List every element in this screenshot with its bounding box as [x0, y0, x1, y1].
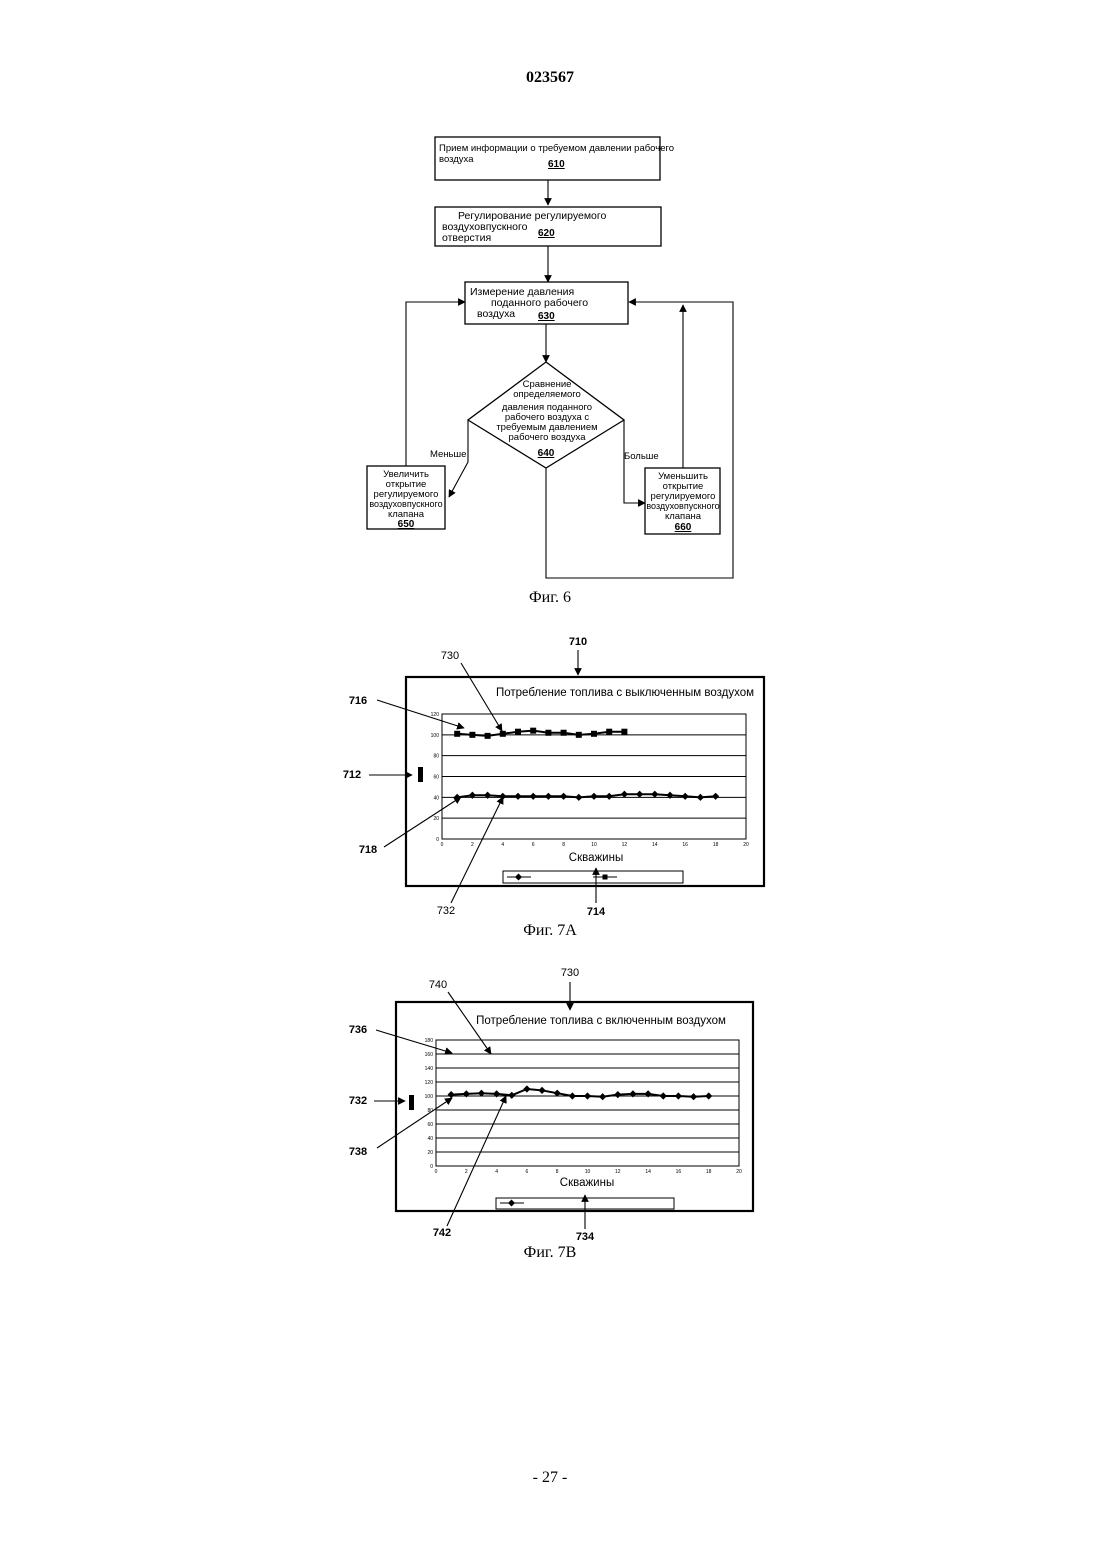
chart-7b-plot: 0204060801001201401601800246810121416182…: [425, 1038, 742, 1175]
label-more: Больше: [624, 451, 659, 462]
chart-7a-xtick-label: 2: [471, 842, 474, 848]
chart-7b-xtick-label: 20: [736, 1169, 742, 1175]
chart-7a-series-1-point: [545, 730, 551, 736]
diamond-640-ref: 640: [538, 448, 555, 459]
diamond-640-line-2: определяемого: [513, 389, 581, 400]
box-610-line-1: Прием информации о требуемом давлении ра…: [439, 143, 674, 154]
chart-7a-xtick-label: 16: [682, 842, 688, 848]
chart-7a-series-1-point: [469, 732, 475, 738]
chart-7a-ytick-label: 60: [433, 775, 439, 781]
chart-7a-xtick-label: 10: [591, 842, 597, 848]
chart-7a-series-1-point: [576, 732, 582, 738]
chart-7b-ytick-label: 60: [427, 1122, 433, 1128]
chart-7a-xtick-label: 20: [743, 842, 749, 848]
figure-6-flowchart: Прием информации о требуемом давлении ра…: [367, 137, 733, 606]
figure-7b-caption: Фиг. 7В: [524, 1244, 577, 1261]
label-less: Меньше: [430, 449, 466, 460]
ref-718: 718: [359, 844, 377, 856]
diamond-640-line-6: рабочего воздуха: [509, 432, 587, 443]
chart-7a-series-1-point: [500, 731, 506, 737]
chart-7a-series-1-point: [606, 729, 612, 735]
ref-736: 736: [349, 1024, 367, 1036]
chart-7b-ytick-label: 20: [427, 1150, 433, 1156]
box-630-line-3: воздуха: [477, 308, 515, 320]
chart-7a-ytick-label: 40: [433, 795, 439, 801]
chart-7a-ytick-label: 80: [433, 754, 439, 760]
ref-738: 738: [349, 1146, 367, 1158]
ref-734: 734: [576, 1231, 595, 1243]
chart-7b-xtick-label: 6: [526, 1169, 529, 1175]
box-630-ref: 630: [538, 311, 555, 322]
chart-7a-series-1-point: [591, 731, 597, 737]
chart-7a-xtick-label: 0: [441, 842, 444, 848]
box-660-line-4: воздуховпускного: [646, 501, 719, 511]
box-620-line-3: отверстия: [442, 232, 491, 244]
chart-7a-series-1-point: [454, 731, 460, 737]
chart-7a-xtick-label: 6: [532, 842, 535, 848]
ref-712: 712: [343, 769, 361, 781]
chart-7b-xlabel: Скважины: [560, 1177, 614, 1189]
box-620-ref: 620: [538, 228, 555, 239]
chart-7a-xtick-label: 14: [652, 842, 658, 848]
chart-7a-series-1-point: [530, 728, 536, 734]
chart-7b-ytick-label: 140: [425, 1066, 434, 1072]
chart-7a-title: Потребление топлива с выключенным воздух…: [496, 687, 754, 699]
ref-716: 716: [349, 695, 367, 707]
chart-7b-xtick-label: 0: [435, 1169, 438, 1175]
box-650-ref: 650: [398, 519, 415, 530]
ref-710: 710: [569, 636, 587, 648]
ref-714: 714: [587, 906, 606, 918]
axis-marker-7a: [418, 767, 423, 782]
chart-7b-ytick-label: 0: [430, 1164, 433, 1170]
chart-7a-xtick-label: 8: [562, 842, 565, 848]
chart-7b-ytick-label: 180: [425, 1038, 434, 1044]
ref-732-b: 732: [349, 1095, 367, 1107]
document-number: 023567: [526, 69, 574, 86]
box-610-line-2: воздуха: [439, 154, 474, 165]
ref-732-a: 732: [437, 905, 455, 917]
figure-7a: Потребление топлива с выключенным воздух…: [343, 636, 764, 939]
chart-7b-ytick-label: 120: [425, 1080, 434, 1086]
chart-7a-xlabel: Скважины: [569, 852, 623, 864]
box-660-line-5: клапана: [665, 511, 702, 522]
chart-7a-series-1-point: [561, 730, 567, 736]
chart-7a-plot: 0 20 40 60 80 100 120 0 2 4 6 8 10 12 14 16 18 20: [431, 712, 749, 848]
ref-730-a: 730: [441, 650, 459, 662]
chart-7b-xtick-label: 16: [676, 1169, 682, 1175]
chart-7b-xtick-label: 4: [495, 1169, 498, 1175]
chart-7b-xtick-label: 14: [645, 1169, 651, 1175]
chart-7b-xtick-label: 8: [556, 1169, 559, 1175]
chart-7a-series-1-point: [621, 729, 627, 735]
chart-7a-series-1-point: [515, 729, 521, 735]
axis-marker-7b: [409, 1095, 414, 1110]
ref-740: 740: [429, 979, 447, 991]
chart-7b-ytick-label: 100: [425, 1094, 434, 1100]
figure-7b: Потребление топлива с включенным воздухо…: [349, 967, 753, 1261]
chart-7a-xtick-label: 4: [501, 842, 504, 848]
chart-7a-ytick-label: 100: [431, 733, 440, 739]
chart-7a-ytick-label: 0: [436, 837, 439, 843]
chart-7a-xtick-label: 12: [622, 842, 628, 848]
chart-7b-title: Потребление топлива с включенным воздухо…: [476, 1015, 726, 1027]
chart-7b-xtick-label: 18: [706, 1169, 712, 1175]
box-650-line-4: воздуховпускного: [369, 499, 442, 509]
chart-7b-xtick-label: 2: [465, 1169, 468, 1175]
chart-7b-xtick-label: 10: [585, 1169, 591, 1175]
chart-7a-ytick-label: 120: [431, 712, 440, 718]
box-610-ref: 610: [548, 159, 565, 170]
chart-7a-ytick-label: 20: [433, 816, 439, 822]
ref-742: 742: [433, 1227, 451, 1239]
box-660-ref: 660: [675, 522, 692, 533]
chart-7b-ytick-label: 160: [425, 1052, 434, 1058]
chart-7b-plot-area: [436, 1040, 739, 1166]
page-number: - 27 -: [533, 1469, 568, 1486]
figure-6-caption: Фиг. 6: [529, 589, 571, 606]
chart-7b-xtick-label: 12: [615, 1169, 621, 1175]
chart-7b-ytick-label: 40: [427, 1136, 433, 1142]
figure-7a-caption: Фиг. 7А: [523, 922, 577, 939]
chart-7a-series-1-point: [485, 733, 491, 739]
chart-7a-xtick-label: 18: [713, 842, 719, 848]
ref-730-b: 730: [561, 967, 579, 979]
